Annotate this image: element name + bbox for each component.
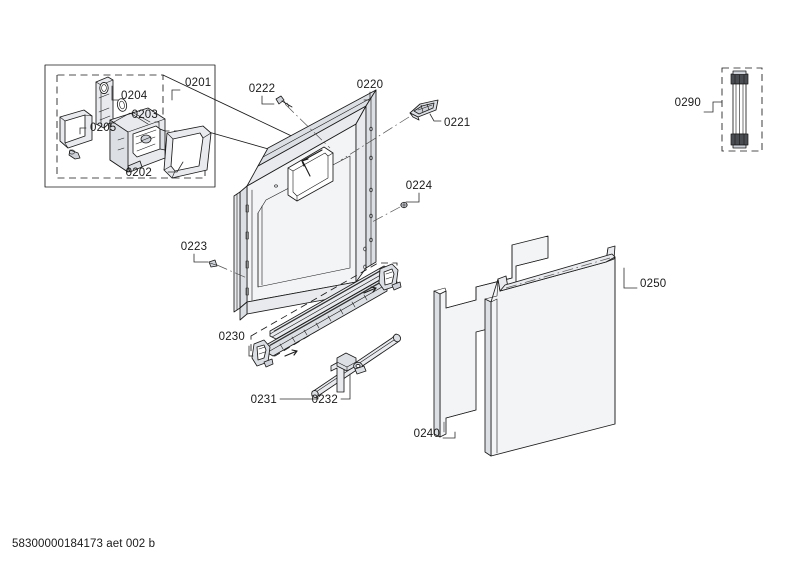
- axis-0221: [340, 116, 410, 161]
- part-0204-lever: [95, 76, 128, 129]
- leader-0230: [248, 345, 254, 357]
- leader-0231: [279, 393, 319, 400]
- panel-top-centerline: [505, 257, 611, 289]
- callout-label-0205: 0205: [90, 122, 116, 134]
- part-0222-screw: [275, 95, 293, 108]
- group-cable-harness: 0290: [675, 67, 763, 152]
- part-0202-frame: [163, 125, 212, 179]
- leader-0201: [171, 89, 181, 101]
- leader-0222: [261, 95, 275, 105]
- footer-document-code: 58300000184173 aet 002 b: [12, 538, 156, 550]
- part-0223-clip: [208, 259, 218, 268]
- harness-dashed-boundary: [721, 67, 763, 152]
- part-0224-bolt: [400, 201, 408, 209]
- leader-0205: [79, 127, 87, 135]
- callout-label-0231: 0231: [251, 394, 277, 406]
- callout-label-0250: 0250: [640, 278, 666, 290]
- inset-outer-frame: [44, 64, 216, 188]
- callout-label-0203: 0203: [132, 109, 158, 121]
- leader-0203: [154, 121, 160, 129]
- part-0230-rail-upper: [269, 265, 391, 340]
- part-0240-rear-panel: [433, 235, 549, 438]
- part-0221-handle: [409, 99, 439, 121]
- callout-label-0220: 0220: [357, 79, 383, 91]
- group-control-module-inset: 0201 0202 0203 0204 0205: [44, 64, 301, 188]
- expansion-line-top: [162, 74, 301, 141]
- group-outer-panels: 0240 0250: [414, 235, 666, 457]
- leader-0290: [703, 101, 723, 113]
- leader-0232: [340, 373, 351, 400]
- axis-0223: [216, 264, 248, 279]
- callout-label-0201: 0201: [185, 77, 211, 89]
- callout-label-0240: 0240: [414, 428, 440, 440]
- callout-label-0202: 0202: [126, 167, 152, 179]
- callout-label-0290: 0290: [675, 97, 701, 109]
- leader-0220: [363, 91, 371, 101]
- callout-label-0223: 0223: [181, 241, 207, 253]
- rail-arrow-right: [363, 287, 377, 294]
- callout-label-0230: 0230: [219, 331, 245, 343]
- door-left-flange-holes: [245, 204, 249, 296]
- part-rail-right-bracket: [378, 263, 402, 291]
- leader-0250: [623, 267, 638, 289]
- leader-0204: [111, 85, 119, 101]
- part-rail-left-bracket: [251, 339, 274, 368]
- part-dispenser-opening: [287, 146, 334, 202]
- leader-0221: [429, 113, 442, 122]
- callout-label-0222: 0222: [249, 83, 275, 95]
- leader-0240: [442, 431, 456, 439]
- part-0232-bracket: [330, 352, 367, 393]
- callout-label-0224: 0224: [406, 180, 433, 192]
- axis-0224: [371, 206, 401, 223]
- leader-0223: [193, 253, 209, 263]
- group-door-panel: 0220 0221 0222 0223 0224: [181, 79, 470, 321]
- leader-0224: [405, 192, 420, 203]
- part-0205-cover-plate: [59, 109, 93, 160]
- callout-label-0204: 0204: [121, 90, 148, 102]
- leader-0202: [167, 161, 184, 173]
- rail-arrow-left: [284, 350, 298, 357]
- part-0290-cable: [730, 70, 749, 149]
- callout-label-0232: 0232: [312, 394, 338, 406]
- callout-label-0221: 0221: [444, 117, 470, 129]
- part-0250-front-panel: [484, 245, 616, 457]
- door-right-flange-holes: [363, 126, 373, 270]
- axis-0222: [285, 104, 331, 149]
- part-0201-control-module: [109, 107, 166, 173]
- group-rail-assembly: 0230 0231 0232: [219, 262, 402, 406]
